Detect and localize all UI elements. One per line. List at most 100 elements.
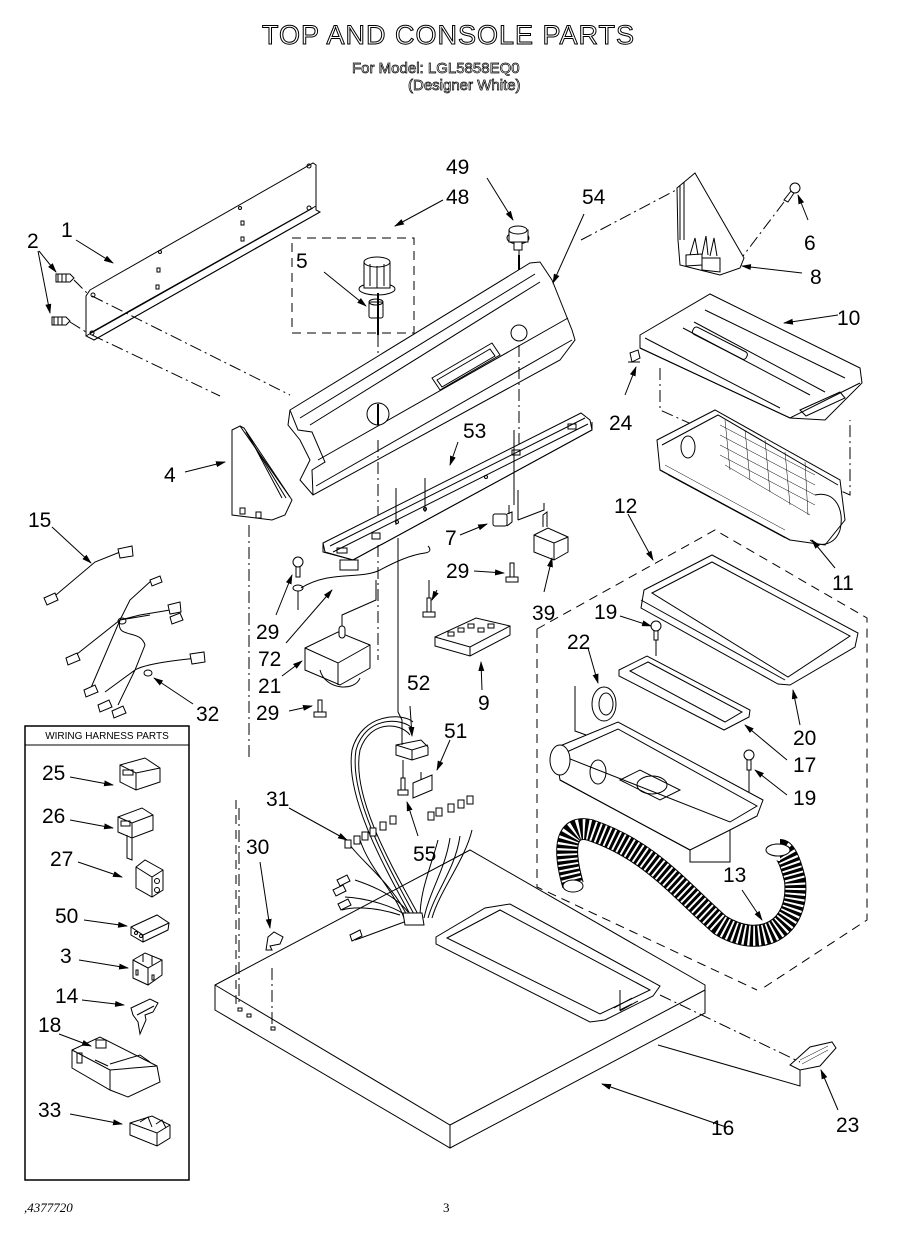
part-54-console	[287, 261, 576, 496]
part-17-gasket	[618, 655, 751, 731]
callout-10: 10	[837, 307, 860, 330]
callout-19b: 19	[793, 787, 816, 810]
part-55-screw	[397, 760, 409, 796]
model-info: For Model: LGL5858EQ0 (Designer White)	[352, 60, 521, 95]
part-6-screw	[783, 182, 801, 203]
part-49-knob	[506, 225, 530, 251]
callout-51: 51	[444, 720, 467, 743]
callout-22: 22	[567, 631, 590, 654]
part-16-top-panel	[214, 849, 706, 1149]
callout-13: 13	[723, 864, 746, 887]
part-19-screw-b	[743, 749, 755, 792]
part-29-screw-a	[292, 556, 304, 610]
callout-14: 14	[55, 985, 79, 1008]
callout-50: 50	[55, 905, 78, 928]
part-8-bracket	[676, 172, 745, 276]
callout-1: 1	[61, 219, 73, 242]
model-variant: (Designer White)	[408, 77, 521, 95]
part-7-switch	[492, 505, 513, 527]
callout-20: 20	[793, 727, 816, 750]
callout-4: 4	[164, 464, 176, 487]
callout-24: 24	[609, 412, 633, 435]
part-20-lid	[640, 554, 859, 686]
part-33-clip	[129, 1115, 171, 1147]
callout-23: 23	[836, 1114, 859, 1137]
part-29-screw-d	[313, 699, 327, 718]
callout-numbers: 1 2 5 48 49 54 6 8 10 24 4 53 7 29 39 12…	[27, 156, 860, 1140]
part-4-end-cap	[231, 425, 293, 521]
page-number: 3	[443, 1200, 450, 1215]
part-48-knob	[358, 256, 396, 296]
part-29-screw-c	[505, 562, 519, 583]
callout-11: 11	[832, 572, 854, 595]
callout-53: 53	[463, 420, 486, 443]
part-24-clip	[628, 349, 641, 363]
part-13-hose	[556, 818, 807, 947]
part-5-knob-insert	[368, 298, 384, 319]
callout-49: 49	[446, 156, 469, 179]
part-30-clip	[265, 931, 284, 951]
part-10-lint-cover	[639, 293, 863, 421]
part-12-tub	[549, 721, 764, 863]
part-12-dashed-outline	[536, 529, 868, 991]
callout-18: 18	[38, 1014, 61, 1037]
callout-39: 39	[532, 602, 555, 625]
part-53-control-bracket	[322, 412, 593, 571]
part-14-clip	[130, 998, 159, 1036]
part-29-screw-b	[422, 580, 436, 618]
callout-17: 17	[793, 754, 816, 777]
callout-8: 8	[810, 266, 822, 289]
callout-29b: 29	[446, 560, 469, 583]
callout-25: 25	[42, 762, 65, 785]
callout-16: 16	[711, 1117, 734, 1140]
part-21-timer	[304, 580, 377, 688]
part-1-rear-bracket	[85, 162, 322, 341]
wiring-box-title: WIRING HARNESS PARTS	[45, 731, 169, 742]
part-11-lint-screen	[656, 368, 851, 546]
callout-32: 32	[196, 703, 219, 726]
callout-33: 33	[38, 1099, 61, 1122]
part-31-main-harness	[332, 716, 474, 942]
callout-21: 21	[258, 675, 281, 698]
part-50-connector	[130, 914, 170, 943]
part-32-harness	[65, 575, 206, 719]
callout-27: 27	[50, 848, 73, 871]
part-72-wire	[300, 545, 431, 589]
part-9-button-panel	[434, 617, 511, 657]
callout-29c: 29	[256, 702, 279, 725]
callout-5: 5	[296, 250, 308, 273]
page-title: TOP AND CONSOLE PARTS	[261, 20, 636, 51]
callout-9: 9	[478, 692, 490, 715]
callout-52: 52	[407, 672, 430, 695]
document-number: ,4377720	[24, 1200, 73, 1215]
part-2-screws	[51, 273, 89, 333]
wiring-harness-box: WIRING HARNESS PARTS	[24, 725, 190, 1181]
part-26-connector	[117, 807, 154, 861]
callout-29a: 29	[256, 621, 279, 644]
part-19-screw-a	[650, 620, 662, 656]
callout-55: 55	[413, 843, 436, 866]
part-3-connector	[132, 952, 163, 986]
callout-3: 3	[60, 945, 72, 968]
callout-72: 72	[258, 648, 281, 671]
part-51-bracket	[412, 772, 433, 799]
callout-26: 26	[42, 805, 65, 828]
callout-31: 31	[266, 788, 289, 811]
part-39-component	[533, 511, 569, 561]
callout-2: 2	[27, 230, 39, 253]
part-27-connector	[135, 859, 164, 898]
callout-30: 30	[246, 836, 269, 859]
callout-48: 48	[446, 186, 469, 209]
part-23-trim	[789, 1041, 837, 1071]
callout-15: 15	[28, 509, 51, 532]
model-line: For Model: LGL5858EQ0	[352, 60, 520, 78]
callout-6: 6	[804, 232, 816, 255]
part-48-knob-kit-box	[291, 237, 415, 334]
part-15-harness	[43, 545, 134, 606]
callout-19a: 19	[594, 601, 617, 624]
part-52-connector	[395, 739, 429, 761]
part-18-connector-block	[71, 1036, 161, 1098]
callout-7: 7	[445, 527, 457, 550]
part-25-connector	[119, 757, 161, 791]
